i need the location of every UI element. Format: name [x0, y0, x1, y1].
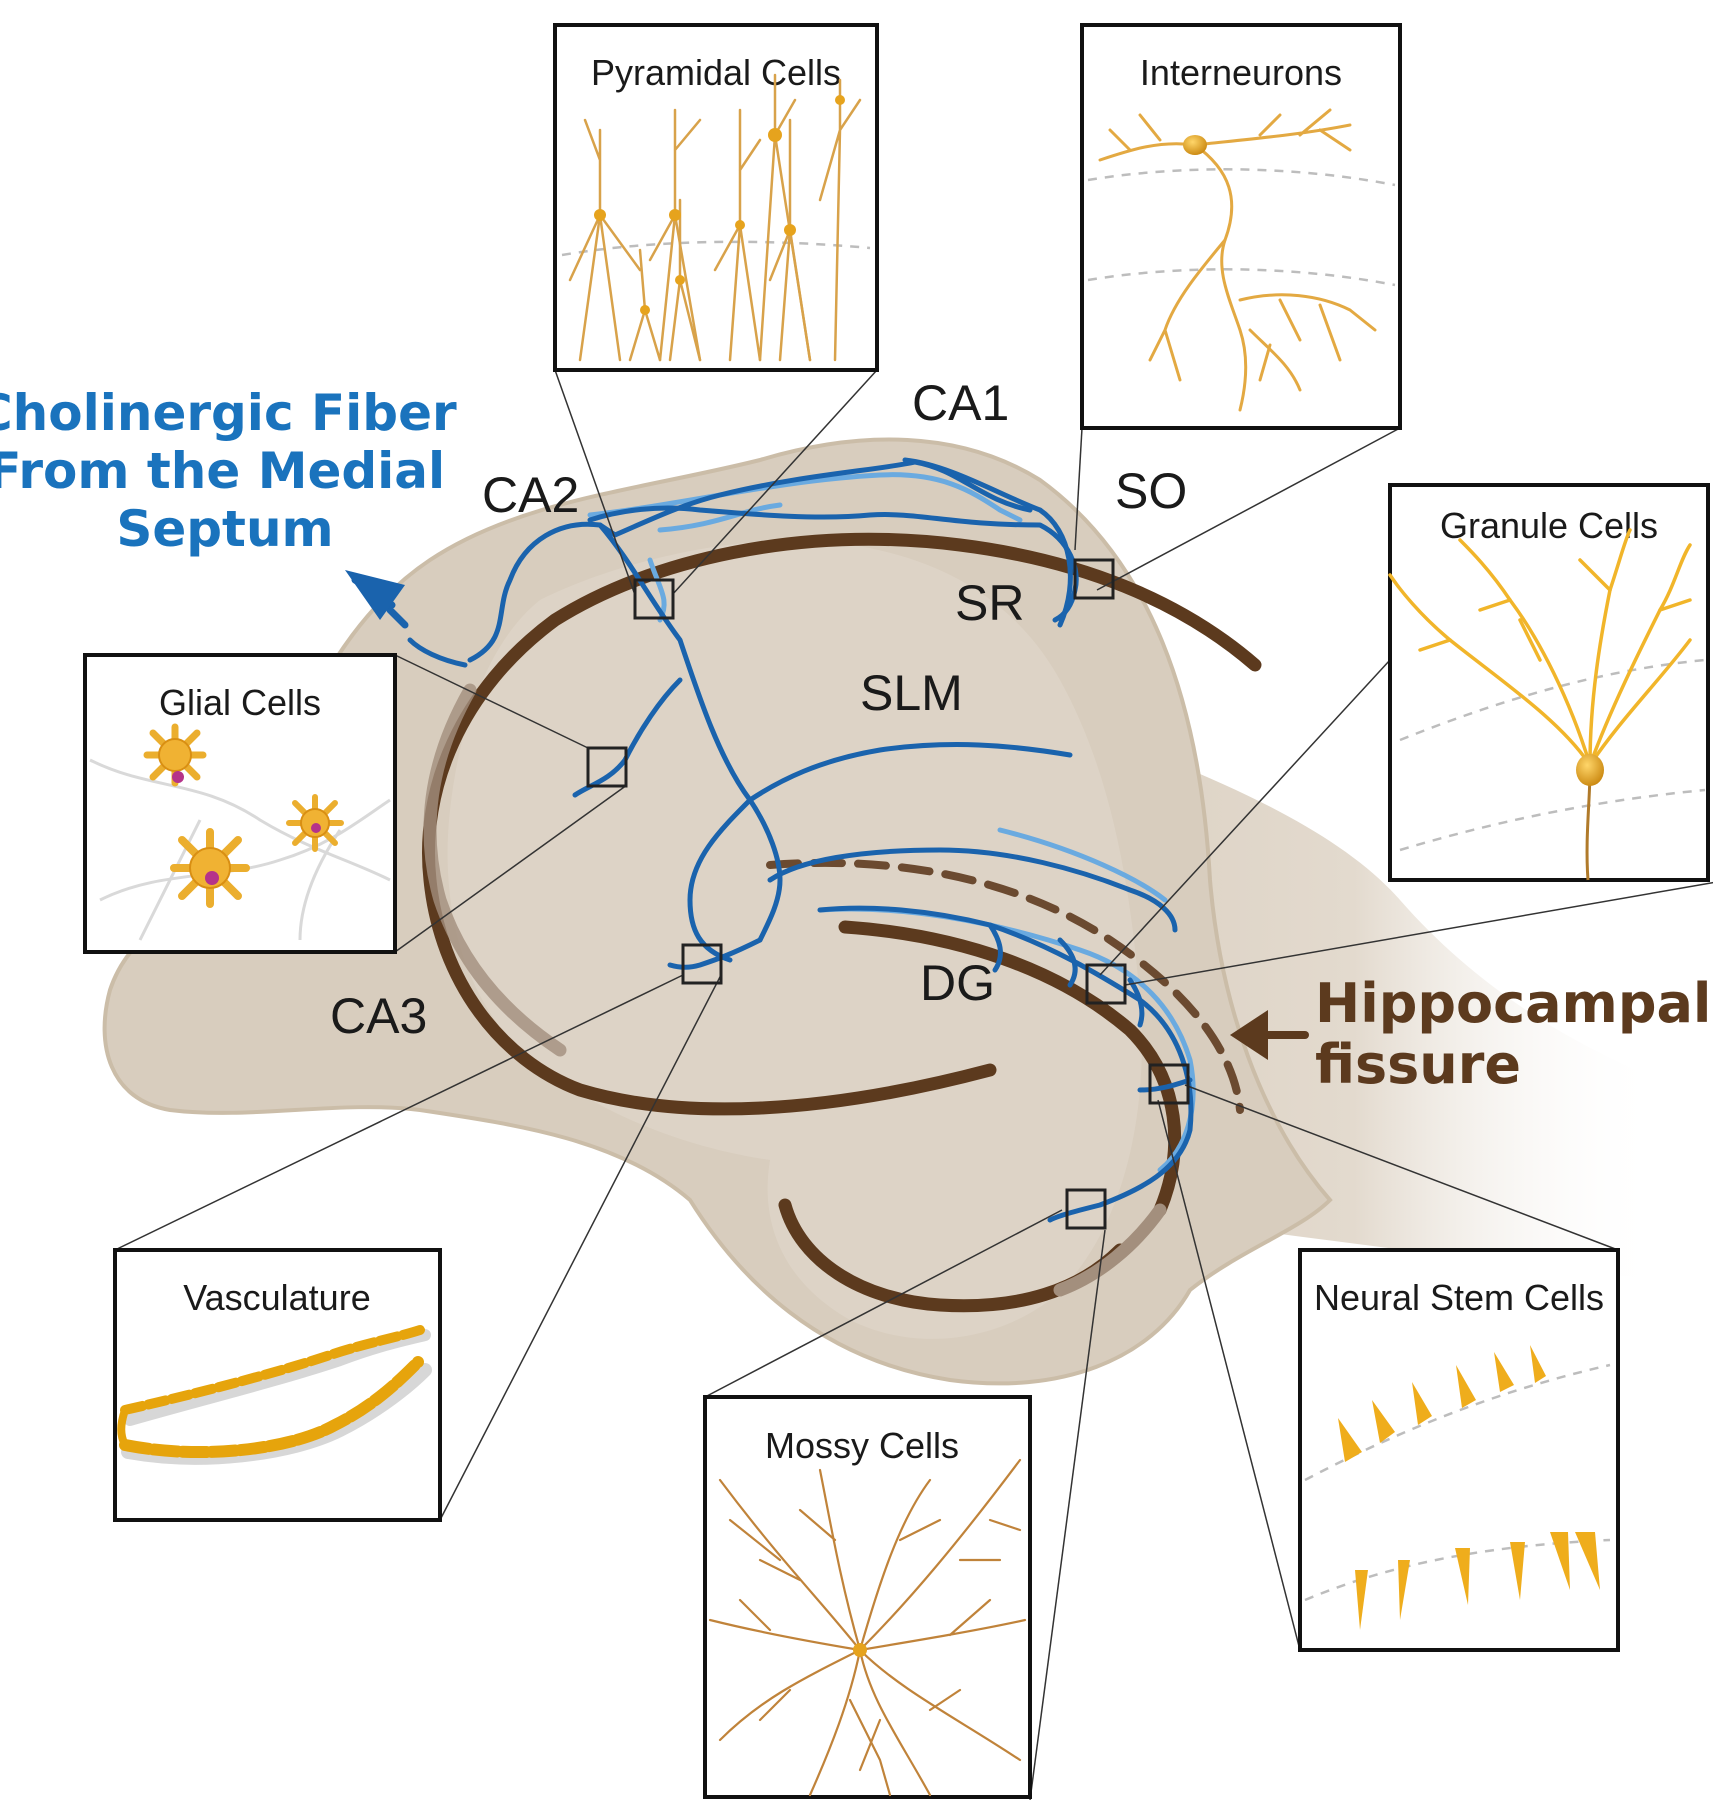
panel-pyramidal-title: Pyramidal Cells	[591, 52, 841, 93]
label-ca1: CA1	[912, 375, 1009, 431]
panel-neural-stem-title: Neural Stem Cells	[1314, 1277, 1604, 1318]
marker-mossy	[1065, 1188, 1107, 1230]
svg-text:Cholinergic Fiber From t: Cholinergic Fiber From the Medial Septum	[0, 384, 474, 558]
panel-mossy-cells: Mossy Cells	[703, 1395, 1032, 1799]
panel-interneurons: Interneurons	[1080, 23, 1402, 430]
label-so: SO	[1115, 463, 1187, 519]
label-slm: SLM	[860, 665, 963, 721]
marker-granule	[1085, 963, 1127, 1005]
astrocyte-2	[170, 828, 250, 908]
fiber-arrow-icon	[345, 570, 405, 620]
sample-markers	[586, 558, 1190, 1230]
panel-glial-title: Glial Cells	[159, 682, 321, 723]
svg-text:Hippocampal fissure: Hippocampal fissure	[1315, 972, 1713, 1096]
marker-pyramidal	[633, 578, 675, 620]
label-ca3: CA3	[330, 988, 427, 1044]
marker-vasculature	[681, 943, 723, 985]
panel-mossy-title: Mossy Cells	[765, 1425, 959, 1466]
fissure-arrow-icon	[1230, 1010, 1268, 1060]
fissure-label-line-1: Hippocampal	[1315, 972, 1711, 1035]
astrocyte-1	[143, 723, 207, 787]
label-dg: DG	[920, 955, 995, 1011]
marker-interneurons	[1073, 558, 1115, 600]
panel-vasculature-title: Vasculature	[183, 1277, 370, 1318]
panel-interneurons-title: Interneurons	[1140, 52, 1342, 93]
label-sr: SR	[955, 575, 1024, 631]
hippocampal-tissue	[102, 437, 1660, 1386]
panel-pyramidal-cells: Pyramidal Cells	[553, 23, 879, 372]
panel-granule-cells: Granule Cells	[1388, 483, 1710, 882]
label-ca2: CA2	[482, 467, 579, 523]
astrocyte-3	[286, 794, 344, 852]
fissure-label-line-2: fissure	[1315, 1033, 1521, 1096]
hippocampal-fissure-callout: Hippocampal fissure	[1230, 972, 1713, 1096]
cell-layers	[422, 532, 1262, 1313]
fiber-label-line-1: Cholinergic Fiber	[0, 384, 457, 442]
fiber-label-line-3: Septum	[116, 500, 333, 558]
cholinergic-fiber-callout: Cholinergic Fiber From the Medial Septum	[0, 384, 474, 629]
region-labels: CA1 CA2 CA3 SO SR SLM DG	[330, 375, 1187, 1044]
marker-neural-stem	[1148, 1063, 1190, 1105]
leader-lines	[114, 369, 1713, 1800]
panel-neural-stem-cells: Neural Stem Cells	[1298, 1248, 1620, 1652]
marker-glial	[586, 746, 628, 788]
panel-vasculature: Vasculature	[113, 1248, 442, 1522]
panel-glial-cells: Glial Cells	[83, 653, 397, 954]
fiber-label-line-2: From the Medial	[0, 442, 445, 500]
panel-granule-title: Granule Cells	[1440, 505, 1658, 546]
